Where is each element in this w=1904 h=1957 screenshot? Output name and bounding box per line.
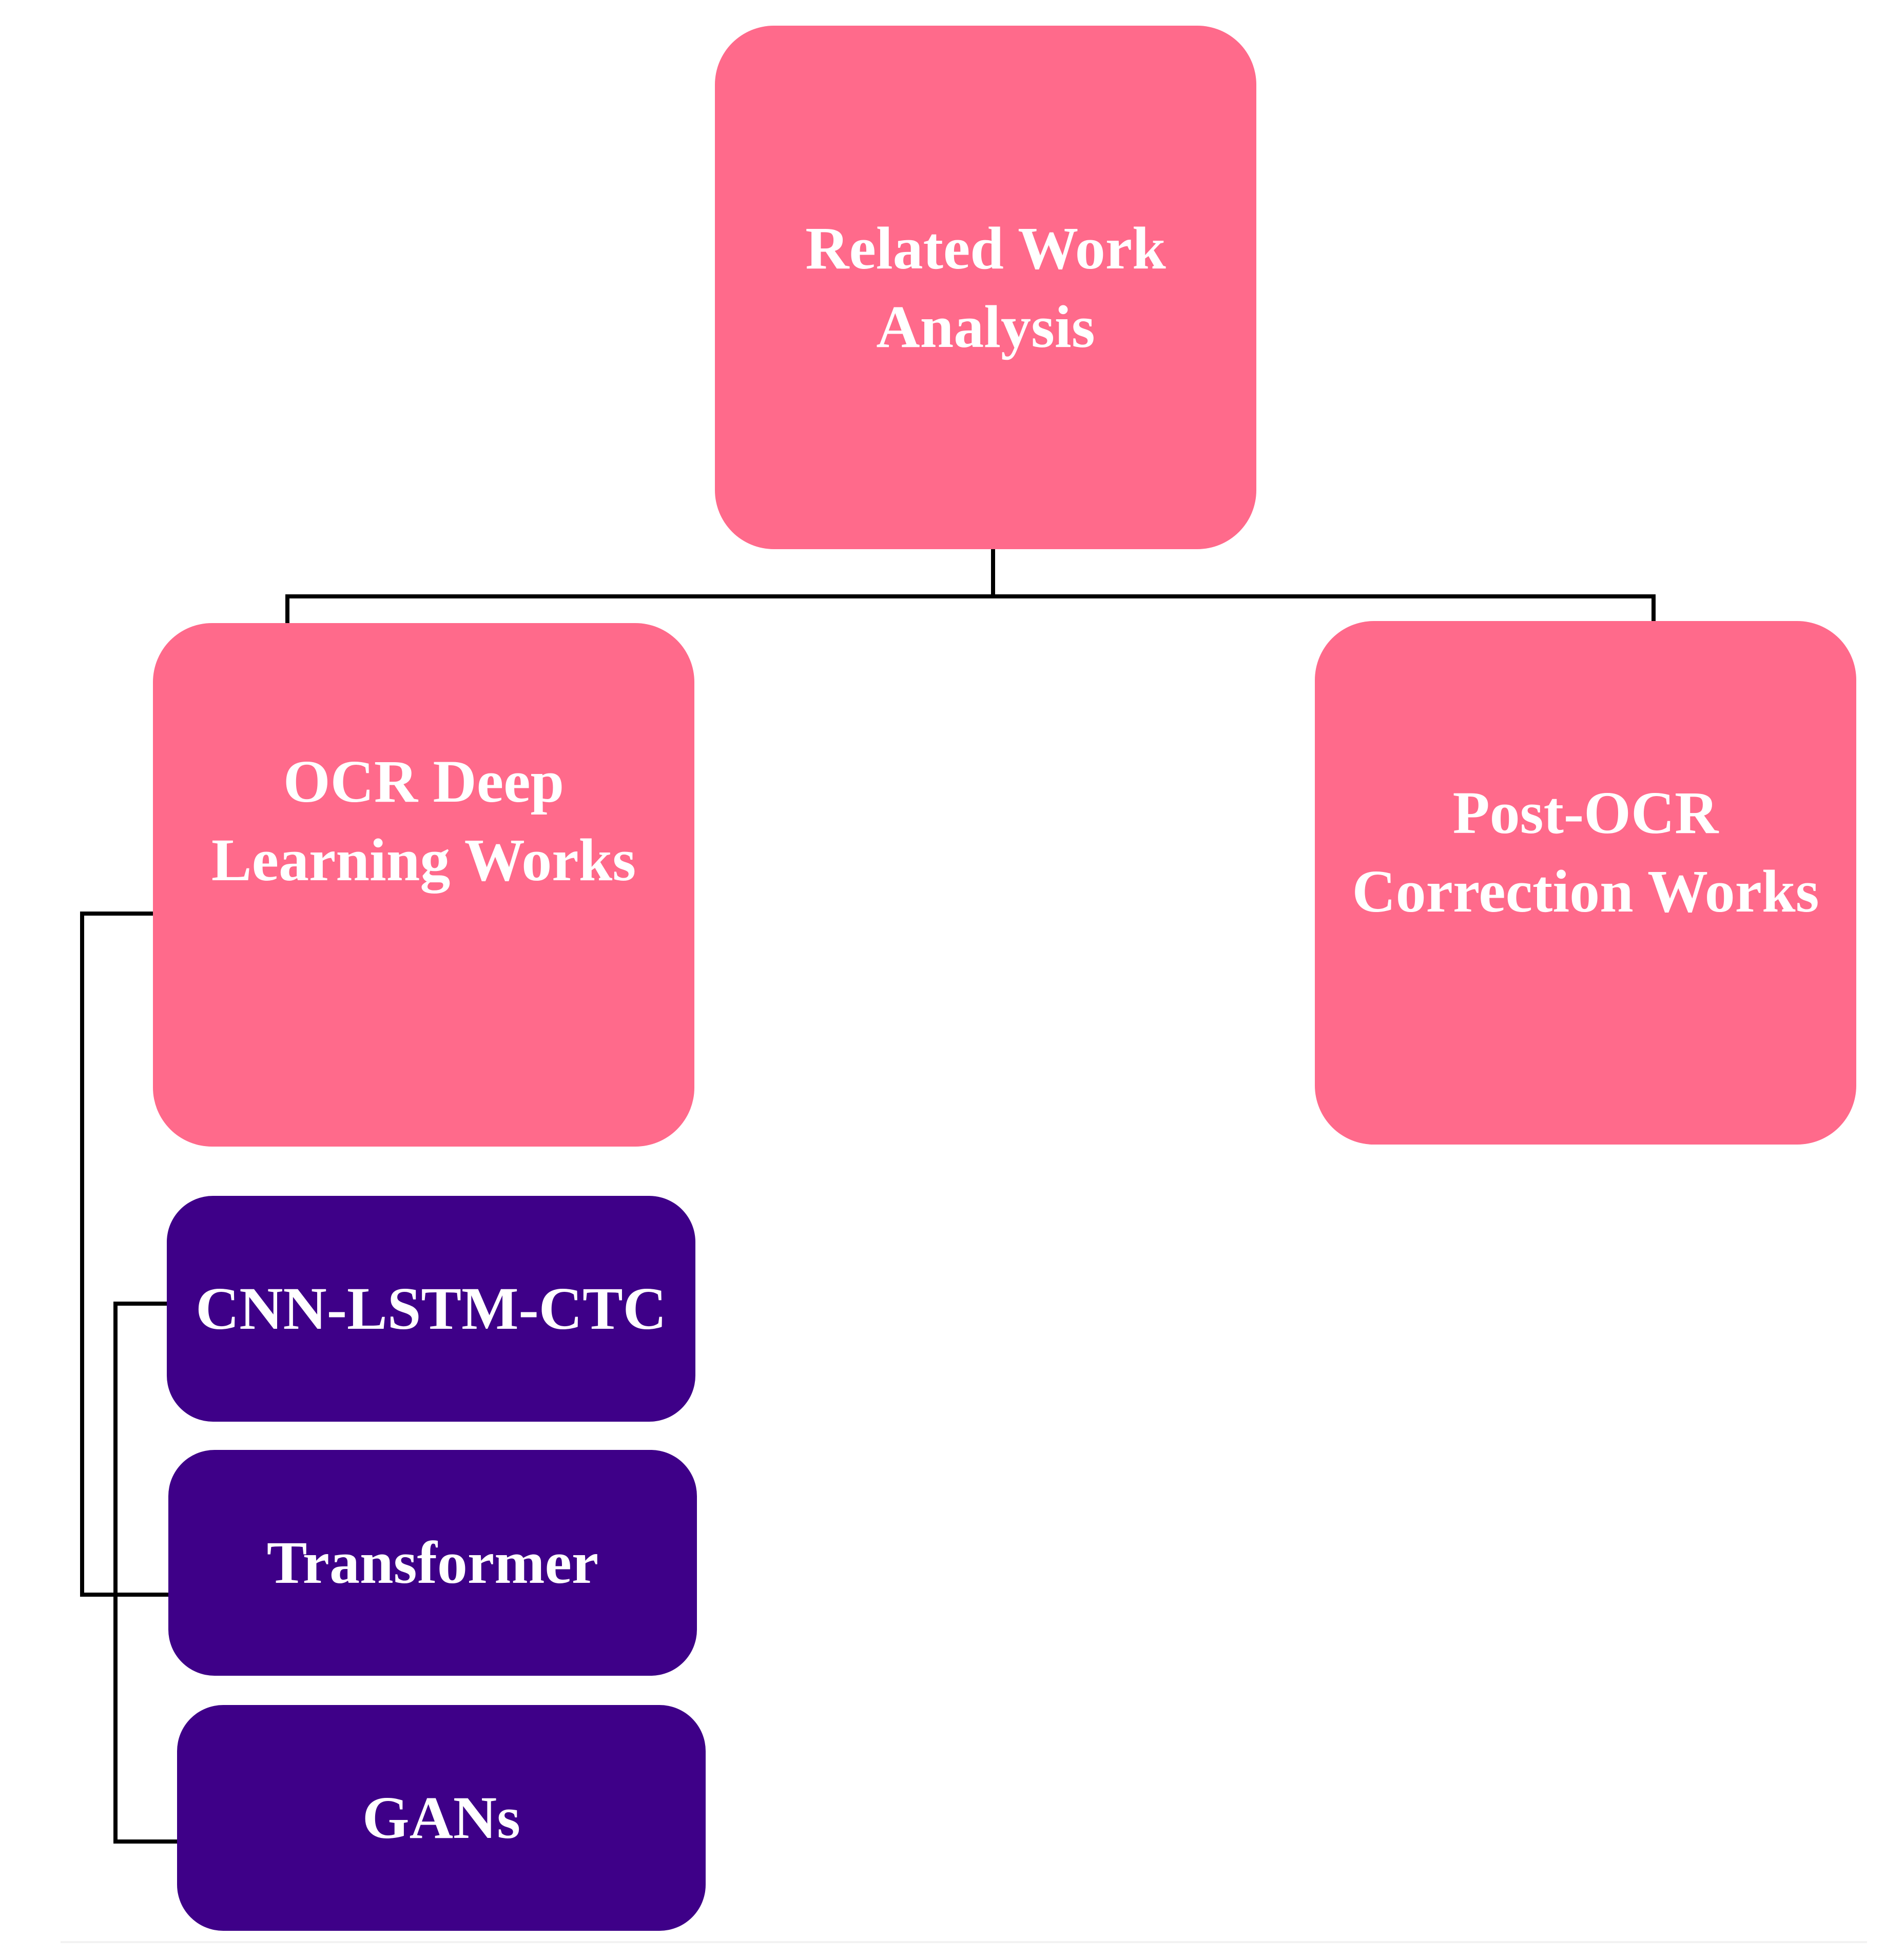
- right-branch-node: Post-OCR Correction Works: [1315, 621, 1856, 1145]
- child-node-gans: GANs: [177, 1705, 706, 1931]
- root-node: Related Work Analysis: [715, 26, 1256, 549]
- left-branch-node: OCR Deep Learning Works: [153, 623, 694, 1147]
- child-node-cnn-lstm-ctc: CNN-LSTM-CTC: [167, 1196, 695, 1422]
- child-node-label: CNN-LSTM-CTC: [196, 1275, 667, 1343]
- bottom-divider: [61, 1941, 1867, 1943]
- child-node-transformer: Transformer: [168, 1450, 697, 1676]
- connector-spine-inner: [113, 1302, 179, 1844]
- root-node-line1: Related Work: [805, 214, 1166, 282]
- child-node-label: GANs: [362, 1784, 521, 1852]
- connector-spine-outer: [80, 912, 171, 1597]
- right-branch-line1: Post-OCR: [1452, 779, 1719, 846]
- left-branch-line1: OCR Deep: [283, 747, 565, 815]
- right-branch-line2: Correction Works: [1352, 858, 1819, 925]
- child-node-label: Transformer: [266, 1529, 599, 1597]
- root-node-line2: Analysis: [876, 293, 1095, 360]
- left-branch-line2: Learning Works: [211, 826, 636, 894]
